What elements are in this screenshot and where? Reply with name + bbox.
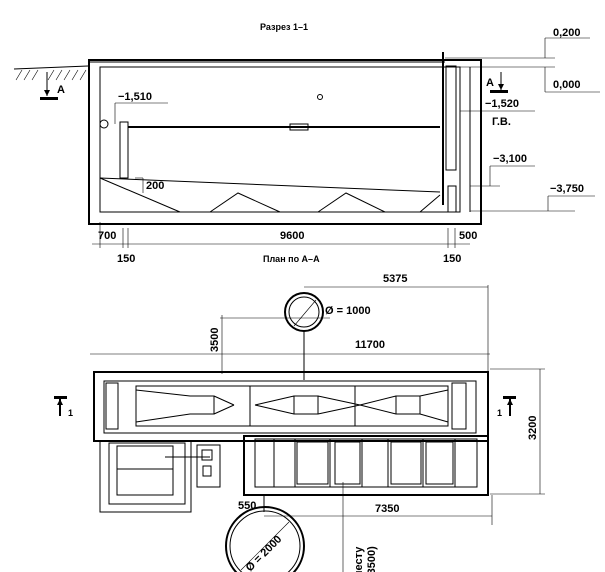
section-title: Разрез 1–1 (260, 22, 308, 32)
tank-plan (93, 371, 489, 496)
section-marker-a-right: A (486, 72, 508, 93)
well-small-diameter: Ø = 1000 (325, 305, 371, 317)
plan-title: План по А–А (263, 254, 320, 264)
section-right-label: 1 (497, 408, 502, 418)
dim-on-site-value: (3500) (366, 546, 378, 572)
dim-offset-x: 5375 (383, 273, 407, 285)
section-marker-a-left: A (40, 72, 65, 100)
section-dimensions: 200 700 150 9600 150 500 (92, 177, 477, 265)
section-marker-right: 1 (497, 396, 516, 418)
dim-length-plan: 11700 (355, 339, 385, 351)
dim-right-wall: 500 (459, 230, 477, 242)
level-marks: 0,200 0,000 −1,510 −1,520 Г.В. A −3,100 … (114, 27, 600, 212)
marker-a-label: A (57, 84, 65, 96)
dim-on-site: по месту (353, 546, 365, 572)
dim-right-gap: 150 (443, 253, 461, 265)
sludge-bed (99, 440, 221, 513)
dim-left-wall: 700 (98, 230, 116, 242)
dim-tail-length: 7350 (375, 503, 399, 515)
dim-left-gap: 150 (117, 253, 135, 265)
level-water: −1,520 (485, 98, 519, 110)
dim-length: 9600 (280, 230, 304, 242)
level-weir: −3,100 (493, 153, 527, 165)
marker-a-right-label: A (486, 77, 494, 89)
well-large-diameter: Ø = 2000 (244, 533, 285, 572)
level-top: 0,200 (553, 27, 581, 39)
level-zero: 0,000 (553, 79, 581, 91)
ground-hatch (13, 65, 89, 81)
section-left-label: 1 (68, 408, 73, 418)
water-level-label: Г.В. (492, 116, 511, 128)
tank-section (88, 52, 482, 225)
dim-slope: 200 (146, 180, 164, 192)
level-bottom: −3,750 (550, 183, 584, 195)
plan-dimensions: 5375 3500 11700 3200 550 7350 по месту (… (90, 273, 545, 572)
well-small: Ø = 1000 (284, 292, 371, 380)
section-marker-left: 1 (54, 396, 73, 418)
level-pipe: −1,510 (118, 91, 152, 103)
dim-width: 3200 (527, 416, 539, 440)
dim-offset-y: 3500 (209, 328, 221, 352)
